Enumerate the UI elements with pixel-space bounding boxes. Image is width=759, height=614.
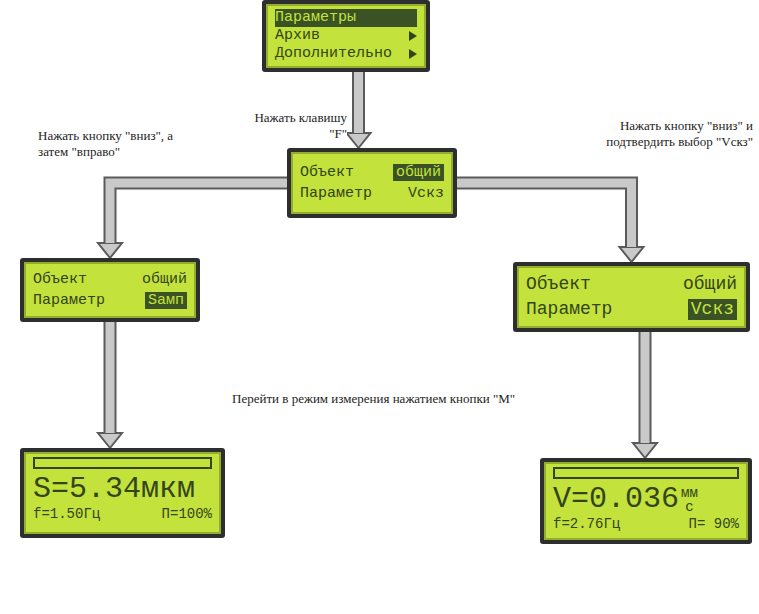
menu-arrow-icon [403, 31, 417, 41]
progress-bar [553, 467, 739, 479]
menu-item: Параметры [275, 9, 356, 27]
field-name: Объект [300, 164, 372, 181]
status-value: П= 90% [689, 516, 739, 533]
block-arrow [98, 183, 287, 258]
reading-value: S=5.34мкм [33, 473, 195, 506]
field-value: Sамп [145, 292, 187, 309]
field-name: Параметр [526, 299, 612, 320]
status-value: f=2.76Гц [553, 516, 620, 533]
lcd-screen: Объект общийПараметр Vскз [513, 262, 750, 332]
status-value: П=100% [162, 506, 212, 523]
step-instruction: Нажать кнопку "вниз", а затем "вправо" [38, 128, 180, 161]
status-row: f=1.50Гц П=100% [33, 506, 212, 523]
unit-fraction: ммс [681, 486, 698, 514]
status-row: f=2.76Гц П= 90% [553, 516, 739, 533]
lcd-screen: V=0.036ммсf=2.76ГцП= 90% [540, 458, 752, 544]
menu-arrow-icon [403, 49, 417, 59]
field-name: Параметр [300, 185, 372, 202]
unit-denominator: с [685, 500, 693, 514]
field-value: Vскз [408, 185, 444, 202]
selected-menu-row: Параметры [275, 9, 417, 27]
reading-value: V=0.036 [553, 483, 679, 516]
field-name: Объект [526, 274, 612, 295]
menu-item: Дополнительно [275, 45, 392, 63]
field-name: Параметр [33, 292, 105, 309]
field-value: общий [683, 274, 737, 295]
progress-bar [33, 457, 212, 469]
reading-row: V=0.036ммс [553, 483, 739, 516]
step-instruction: Нажать кнопку "вниз" и подтвердить выбор… [585, 118, 753, 151]
lcd-screen: ПараметрыАрхивДополнительно [262, 0, 430, 72]
status-value: f=1.50Гц [33, 506, 100, 523]
reading-row: S=5.34мкм [33, 473, 212, 506]
menu-item: Архив [275, 27, 320, 45]
block-arrow [347, 72, 371, 148]
menu-row: Дополнительно [275, 45, 417, 63]
step-instruction: Перейти в режим измерения нажатием кнопк… [232, 391, 515, 407]
field-value: общий [393, 164, 444, 181]
block-arrow [633, 332, 657, 458]
step-instruction: Нажать клавишу "F" [245, 110, 347, 143]
lcd-screen: Объект общийПараметр Sамп [20, 258, 200, 322]
unit-numerator: мм [681, 486, 698, 500]
block-arrow [98, 322, 122, 448]
menu-row: Архив [275, 27, 417, 45]
field-value: Vскз [688, 299, 737, 320]
field-value: общий [142, 271, 187, 288]
field-name: Объект [33, 271, 105, 288]
lcd-screen: S=5.34мкмf=1.50Гц П=100% [20, 448, 225, 538]
lcd-screen: Объект общийПараметр Vскз [287, 148, 457, 218]
block-arrow [457, 183, 644, 262]
